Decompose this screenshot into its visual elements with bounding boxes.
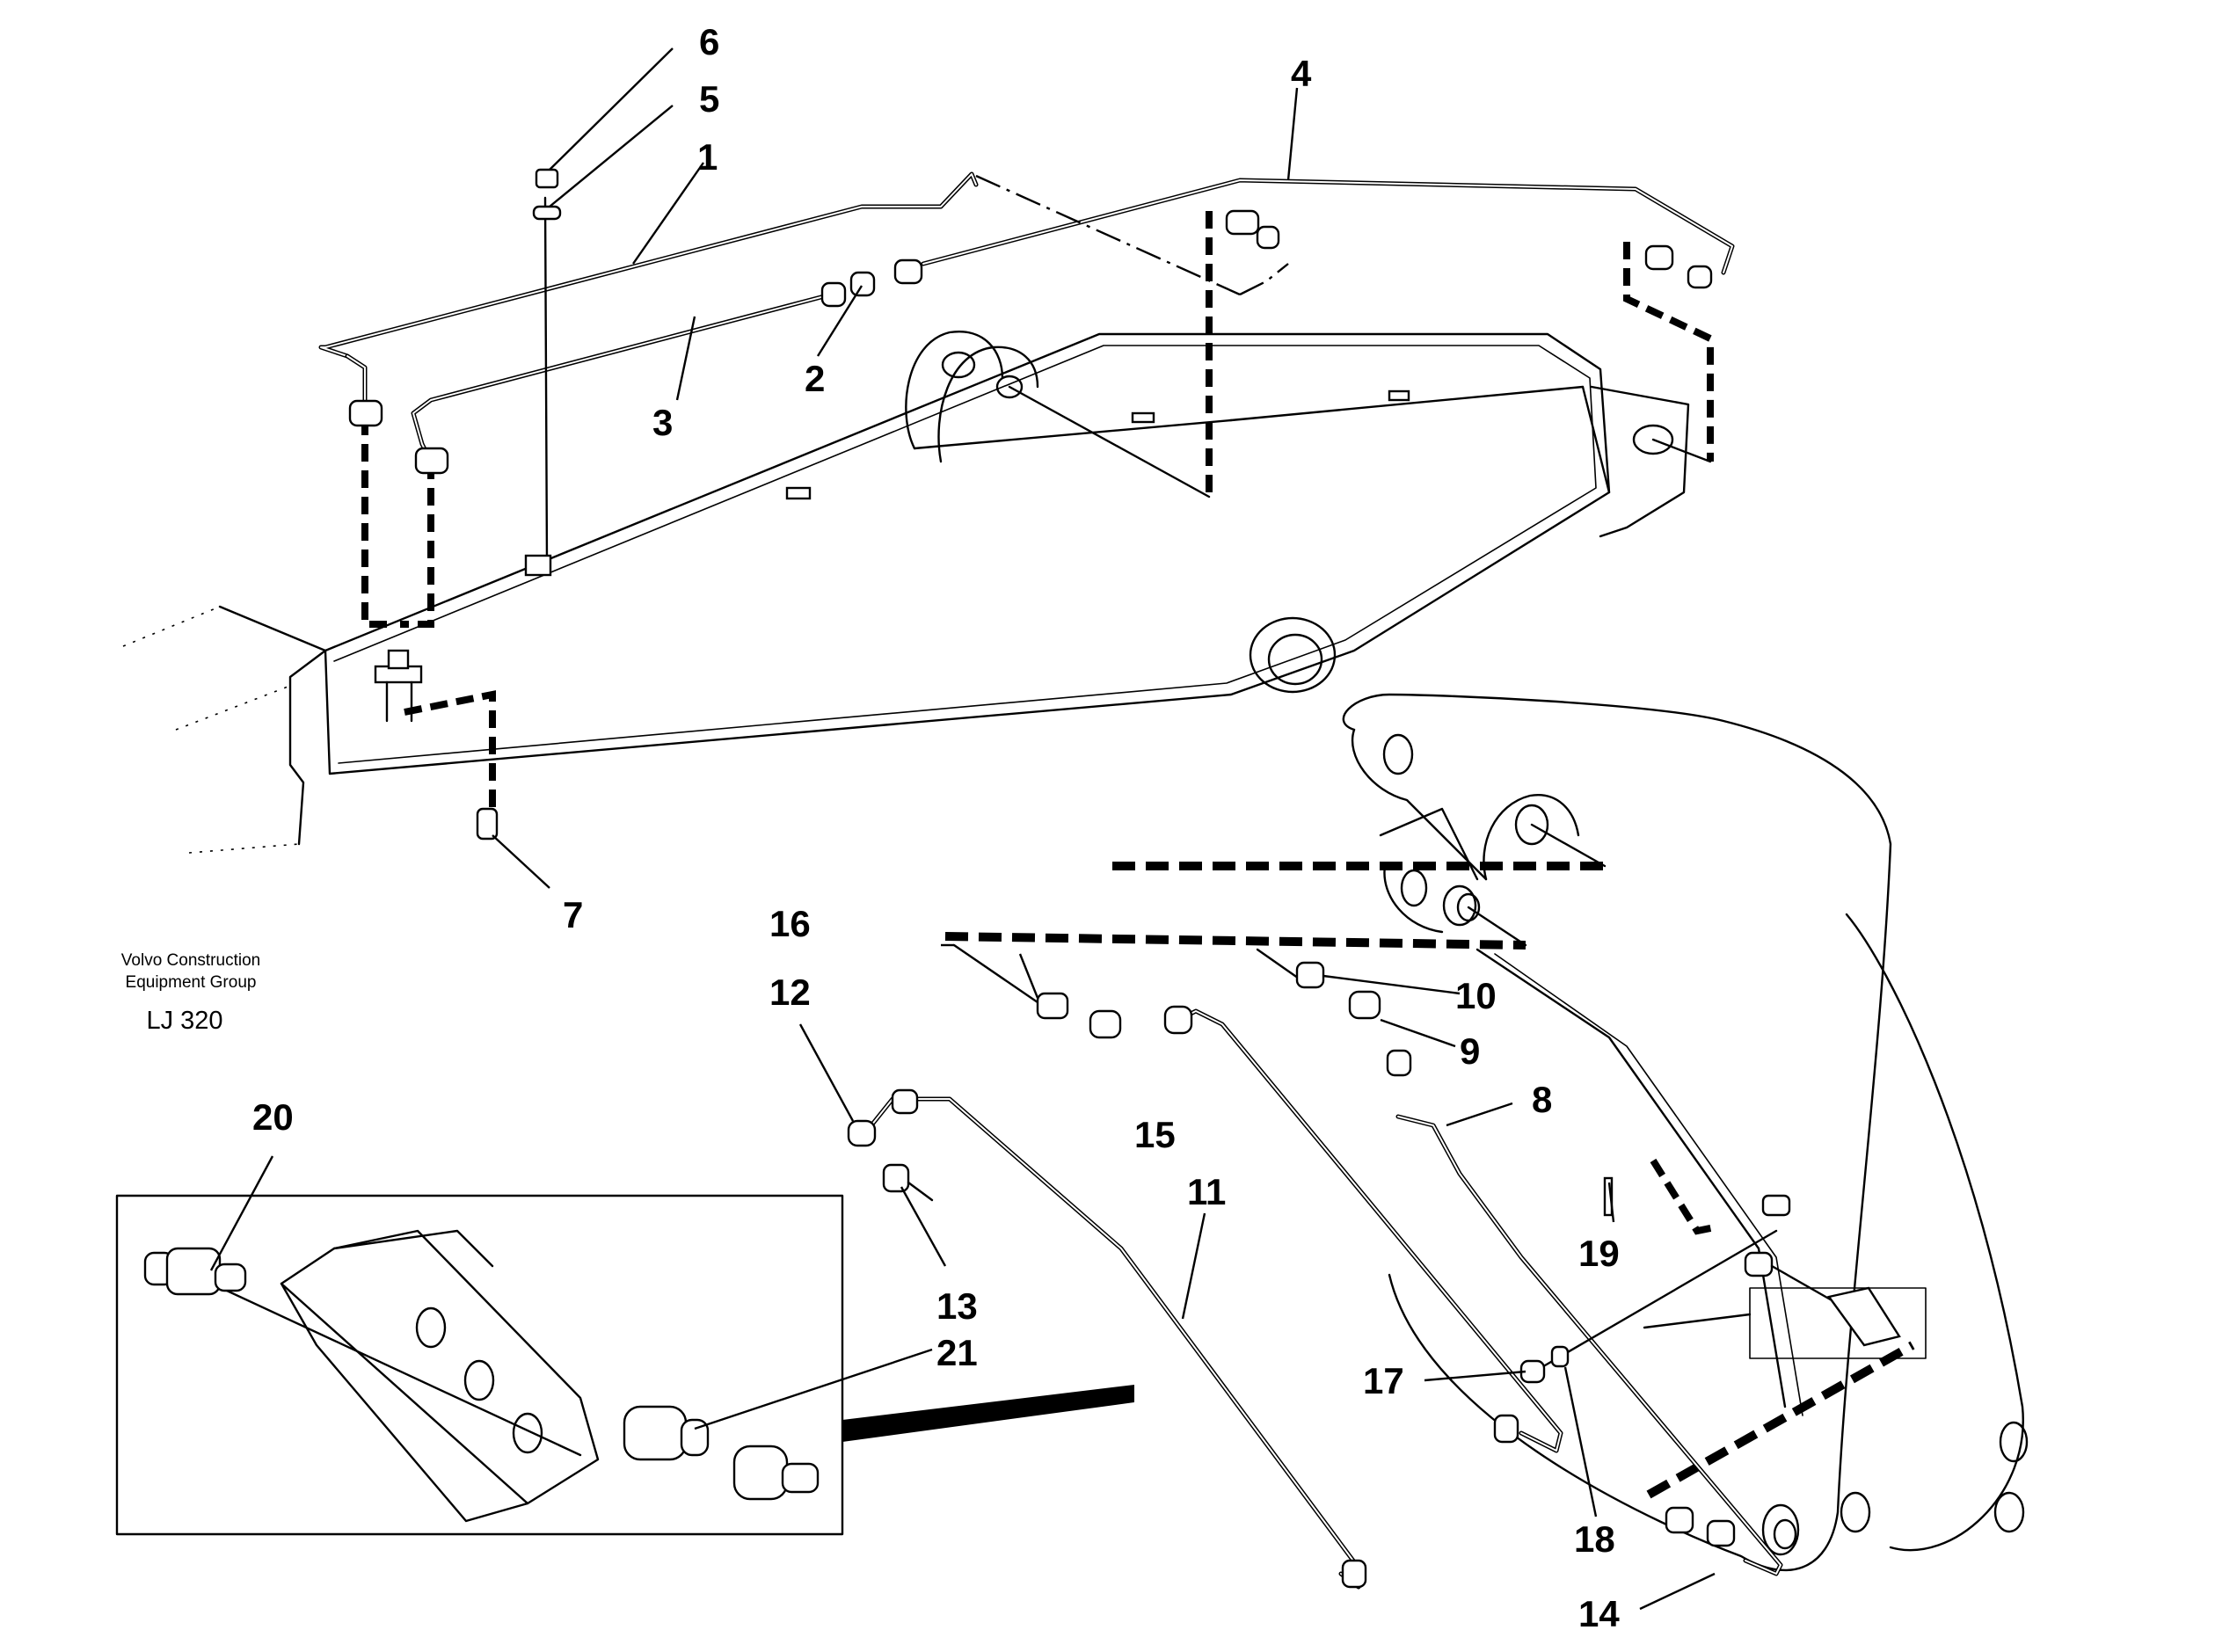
caption-line-2: Equipment Group <box>126 973 257 992</box>
publisher-caption: Volvo Construction Equipment Group LJ 32… <box>121 951 260 1035</box>
boom-tubes <box>318 168 1735 841</box>
boom-body <box>122 330 1690 854</box>
callout-1: 1 <box>697 136 718 178</box>
callout-16: 16 <box>769 903 811 944</box>
arm-body <box>944 693 2029 1572</box>
callout-2: 2 <box>805 358 825 399</box>
callout-7: 7 <box>563 894 583 935</box>
callout-5: 5 <box>699 78 719 120</box>
caption-code: LJ 320 <box>146 1007 222 1035</box>
callout-10: 10 <box>1455 975 1497 1016</box>
callout-18: 18 <box>1574 1518 1615 1560</box>
callout-4: 4 <box>1291 53 1312 94</box>
leader-lines <box>209 47 1716 1611</box>
callout-6: 6 <box>699 21 719 62</box>
caption-line-1: Volvo Construction <box>121 951 260 970</box>
callout-11: 11 <box>1187 1171 1226 1212</box>
callout-3: 3 <box>652 402 673 443</box>
callout-20: 20 <box>252 1096 294 1138</box>
callout-8: 8 <box>1532 1079 1552 1120</box>
callout-14: 14 <box>1578 1593 1620 1634</box>
arm-tubes <box>847 943 1927 1590</box>
callout-19: 19 <box>1578 1233 1620 1274</box>
callout-17: 17 <box>1363 1360 1404 1401</box>
callout-labels: 6 5 1 4 2 3 7 16 12 10 9 8 15 11 13 19 1… <box>252 21 1620 1634</box>
callout-15: 15 <box>1134 1114 1176 1155</box>
inset-detail <box>115 1194 1134 1536</box>
callout-12: 12 <box>769 972 811 1013</box>
callout-9: 9 <box>1460 1030 1480 1072</box>
callout-13: 13 <box>936 1285 978 1327</box>
callout-21: 21 <box>936 1332 978 1373</box>
